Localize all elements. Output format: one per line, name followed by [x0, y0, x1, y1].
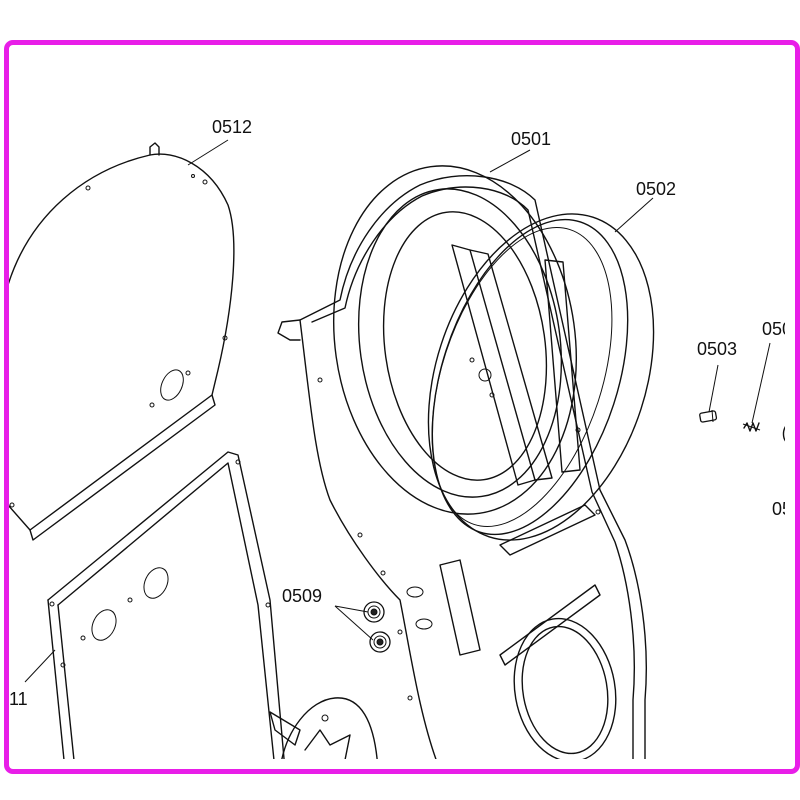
part-0512-rear-panel: [9, 142, 235, 541]
part-0509-grommets: [363, 601, 391, 653]
part-0501-front-housing: [277, 165, 647, 759]
label-11: 11: [9, 689, 28, 709]
part-0511-inner-frame: [47, 451, 286, 759]
part-fan-wheel: [269, 697, 379, 759]
label-0501: 0501: [511, 129, 551, 149]
label-05x: 05: [772, 499, 792, 519]
diagram-frame: [4, 40, 800, 774]
part-050x-spring: [742, 422, 761, 432]
label-050x: 050: [762, 319, 792, 339]
leader-lines: [24, 139, 771, 683]
label-0512: 0512: [212, 117, 252, 137]
label-0502: 0502: [636, 179, 676, 199]
label-0503: 0503: [697, 339, 737, 359]
part-0502-drum-ring: [427, 213, 655, 541]
label-0509: 0509: [282, 586, 322, 606]
part-05x-knob: [782, 419, 785, 447]
part-0503-pin: [699, 409, 718, 423]
